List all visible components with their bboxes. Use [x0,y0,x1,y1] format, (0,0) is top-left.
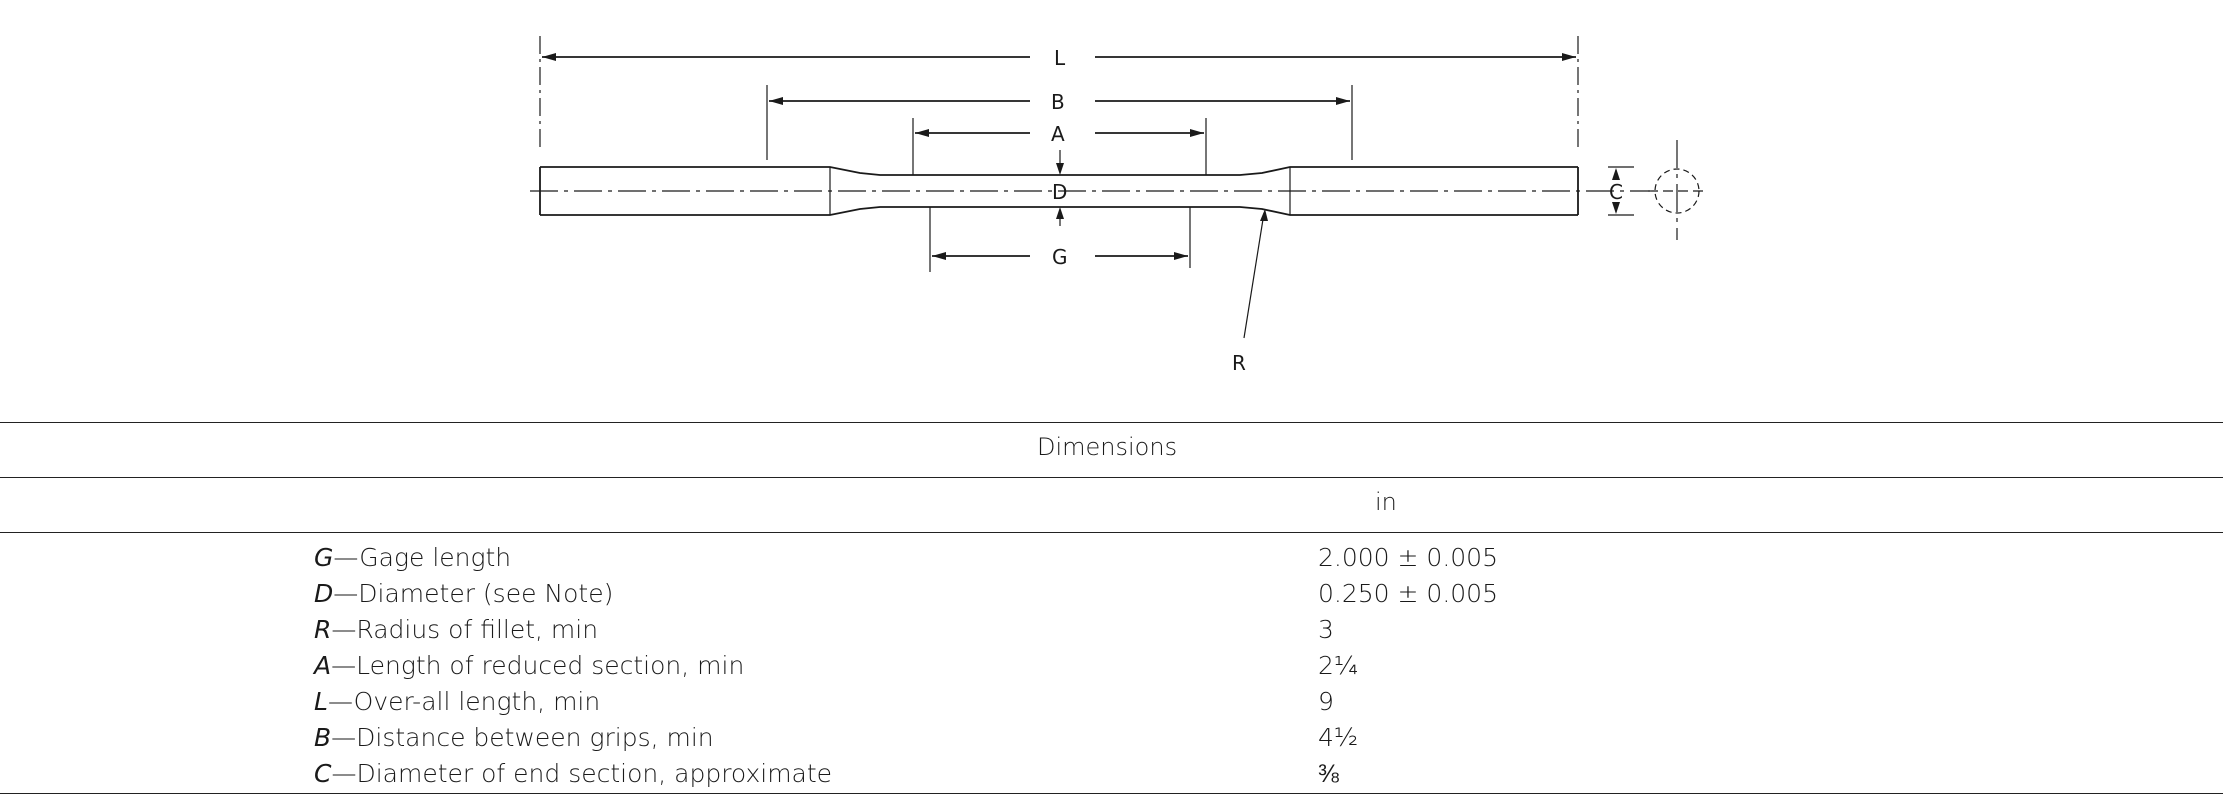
r-arrow [1260,209,1268,221]
table-row-label: D—Diameter (see Note) [314,576,613,611]
table-row-value: 2.000 ± 0.005 [1318,543,1498,572]
table-row-label: A—Length of reduced section, min [314,648,744,683]
row-text: Diameter of end section, approximate [356,759,833,788]
label-c: C [1609,180,1623,204]
table-row-value: 0.250 ± 0.005 [1318,579,1498,608]
table-row-value: 4½ [1318,723,1359,752]
specimen-drawing: L B A D G R C [530,36,1706,375]
row-dash: — [331,615,357,644]
a-arrow-right [1190,129,1204,137]
table-header-dimensions: Dimensions [1037,433,1178,461]
table-row-value: ⅜ [1318,759,1339,788]
l-arrow-left [542,53,556,61]
label-b: B [1051,90,1065,114]
g-arrow-left [932,252,946,260]
d-arrow-top [1056,163,1064,175]
row-dash: — [333,579,359,608]
b-arrow-right [1336,97,1350,105]
table-row-label: G—Gage length [314,540,511,575]
row-dash: — [331,759,357,788]
row-symbol: G [314,543,334,572]
a-arrow-left [915,129,929,137]
label-g: G [1052,245,1068,269]
table-rule-header [0,477,2223,478]
label-d: D [1052,180,1067,204]
label-r: R [1232,351,1246,375]
table-header-unit: in [1375,488,1397,516]
row-text: Distance between grips, min [356,723,714,752]
row-dash: — [327,687,354,716]
c-arrow-bottom [1612,202,1620,214]
row-text: Diameter (see Note) [358,579,614,608]
table-rule-top [0,422,2223,423]
row-symbol: L [314,687,328,716]
table-row-label: R—Radius of fillet, min [314,612,598,647]
table-row-label: L—Over-all length, min [314,684,600,719]
d-arrow-bottom [1056,207,1064,219]
r-leader-line [1243,212,1265,339]
table-row-label: C—Diameter of end section, approximate [314,756,832,791]
row-text: Radius of fillet, min [356,615,599,644]
table-row-label: B—Distance between grips, min [314,720,714,755]
table-row-value: 9 [1318,687,1334,716]
table-row-value: 2¼ [1318,651,1359,680]
row-symbol: C [314,759,332,788]
row-symbol: R [314,615,332,644]
row-symbol: B [314,723,332,752]
row-text: Length of reduced section, min [356,651,745,680]
row-dash: — [331,723,357,752]
row-text: Over-all length, min [353,687,601,716]
label-l: L [1054,46,1066,70]
row-dash: — [333,543,360,572]
label-a: A [1051,122,1065,146]
row-symbol: D [314,579,334,608]
row-symbol: A [314,651,332,680]
table-row-value: 3 [1318,615,1334,644]
b-arrow-left [769,97,783,105]
row-dash: — [331,651,357,680]
g-arrow-right [1174,252,1188,260]
c-arrow-top [1612,168,1620,180]
table-rule-bottom [0,793,2223,794]
table-rule-unit [0,532,2223,533]
l-arrow-right [1562,53,1576,61]
row-text: Gage length [359,543,512,572]
